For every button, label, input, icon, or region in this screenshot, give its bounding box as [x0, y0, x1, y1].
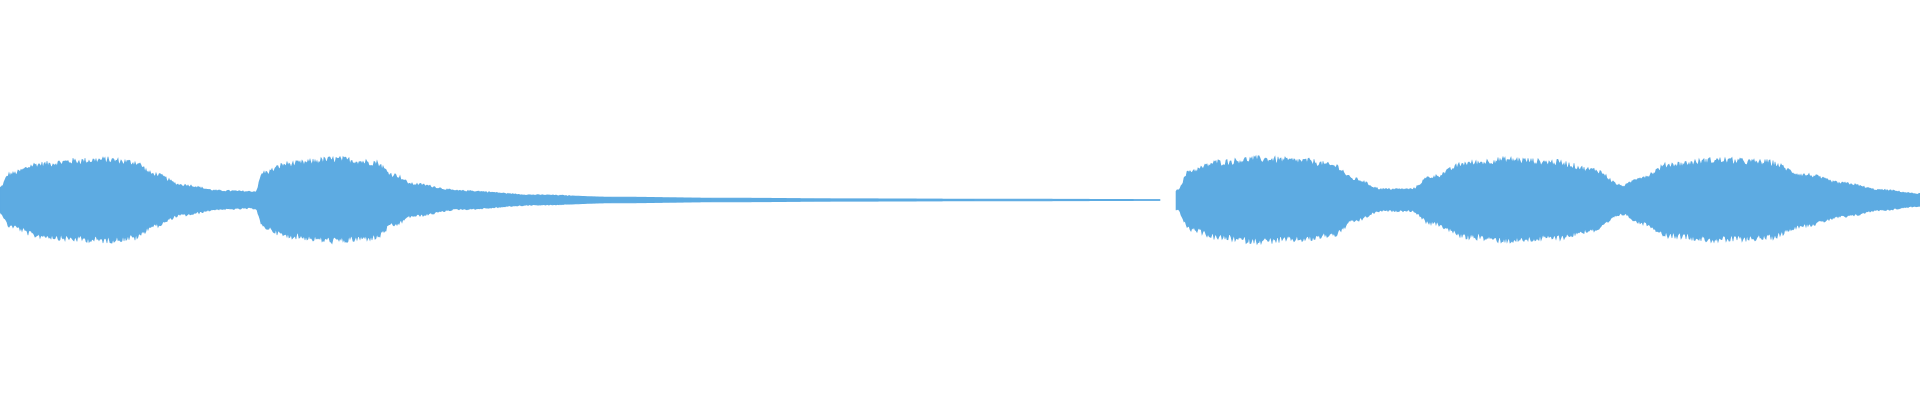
waveform-group: [0, 154, 1920, 246]
waveform-segment-1: [0, 155, 1161, 245]
waveform-segment-2: [1175, 154, 1920, 246]
